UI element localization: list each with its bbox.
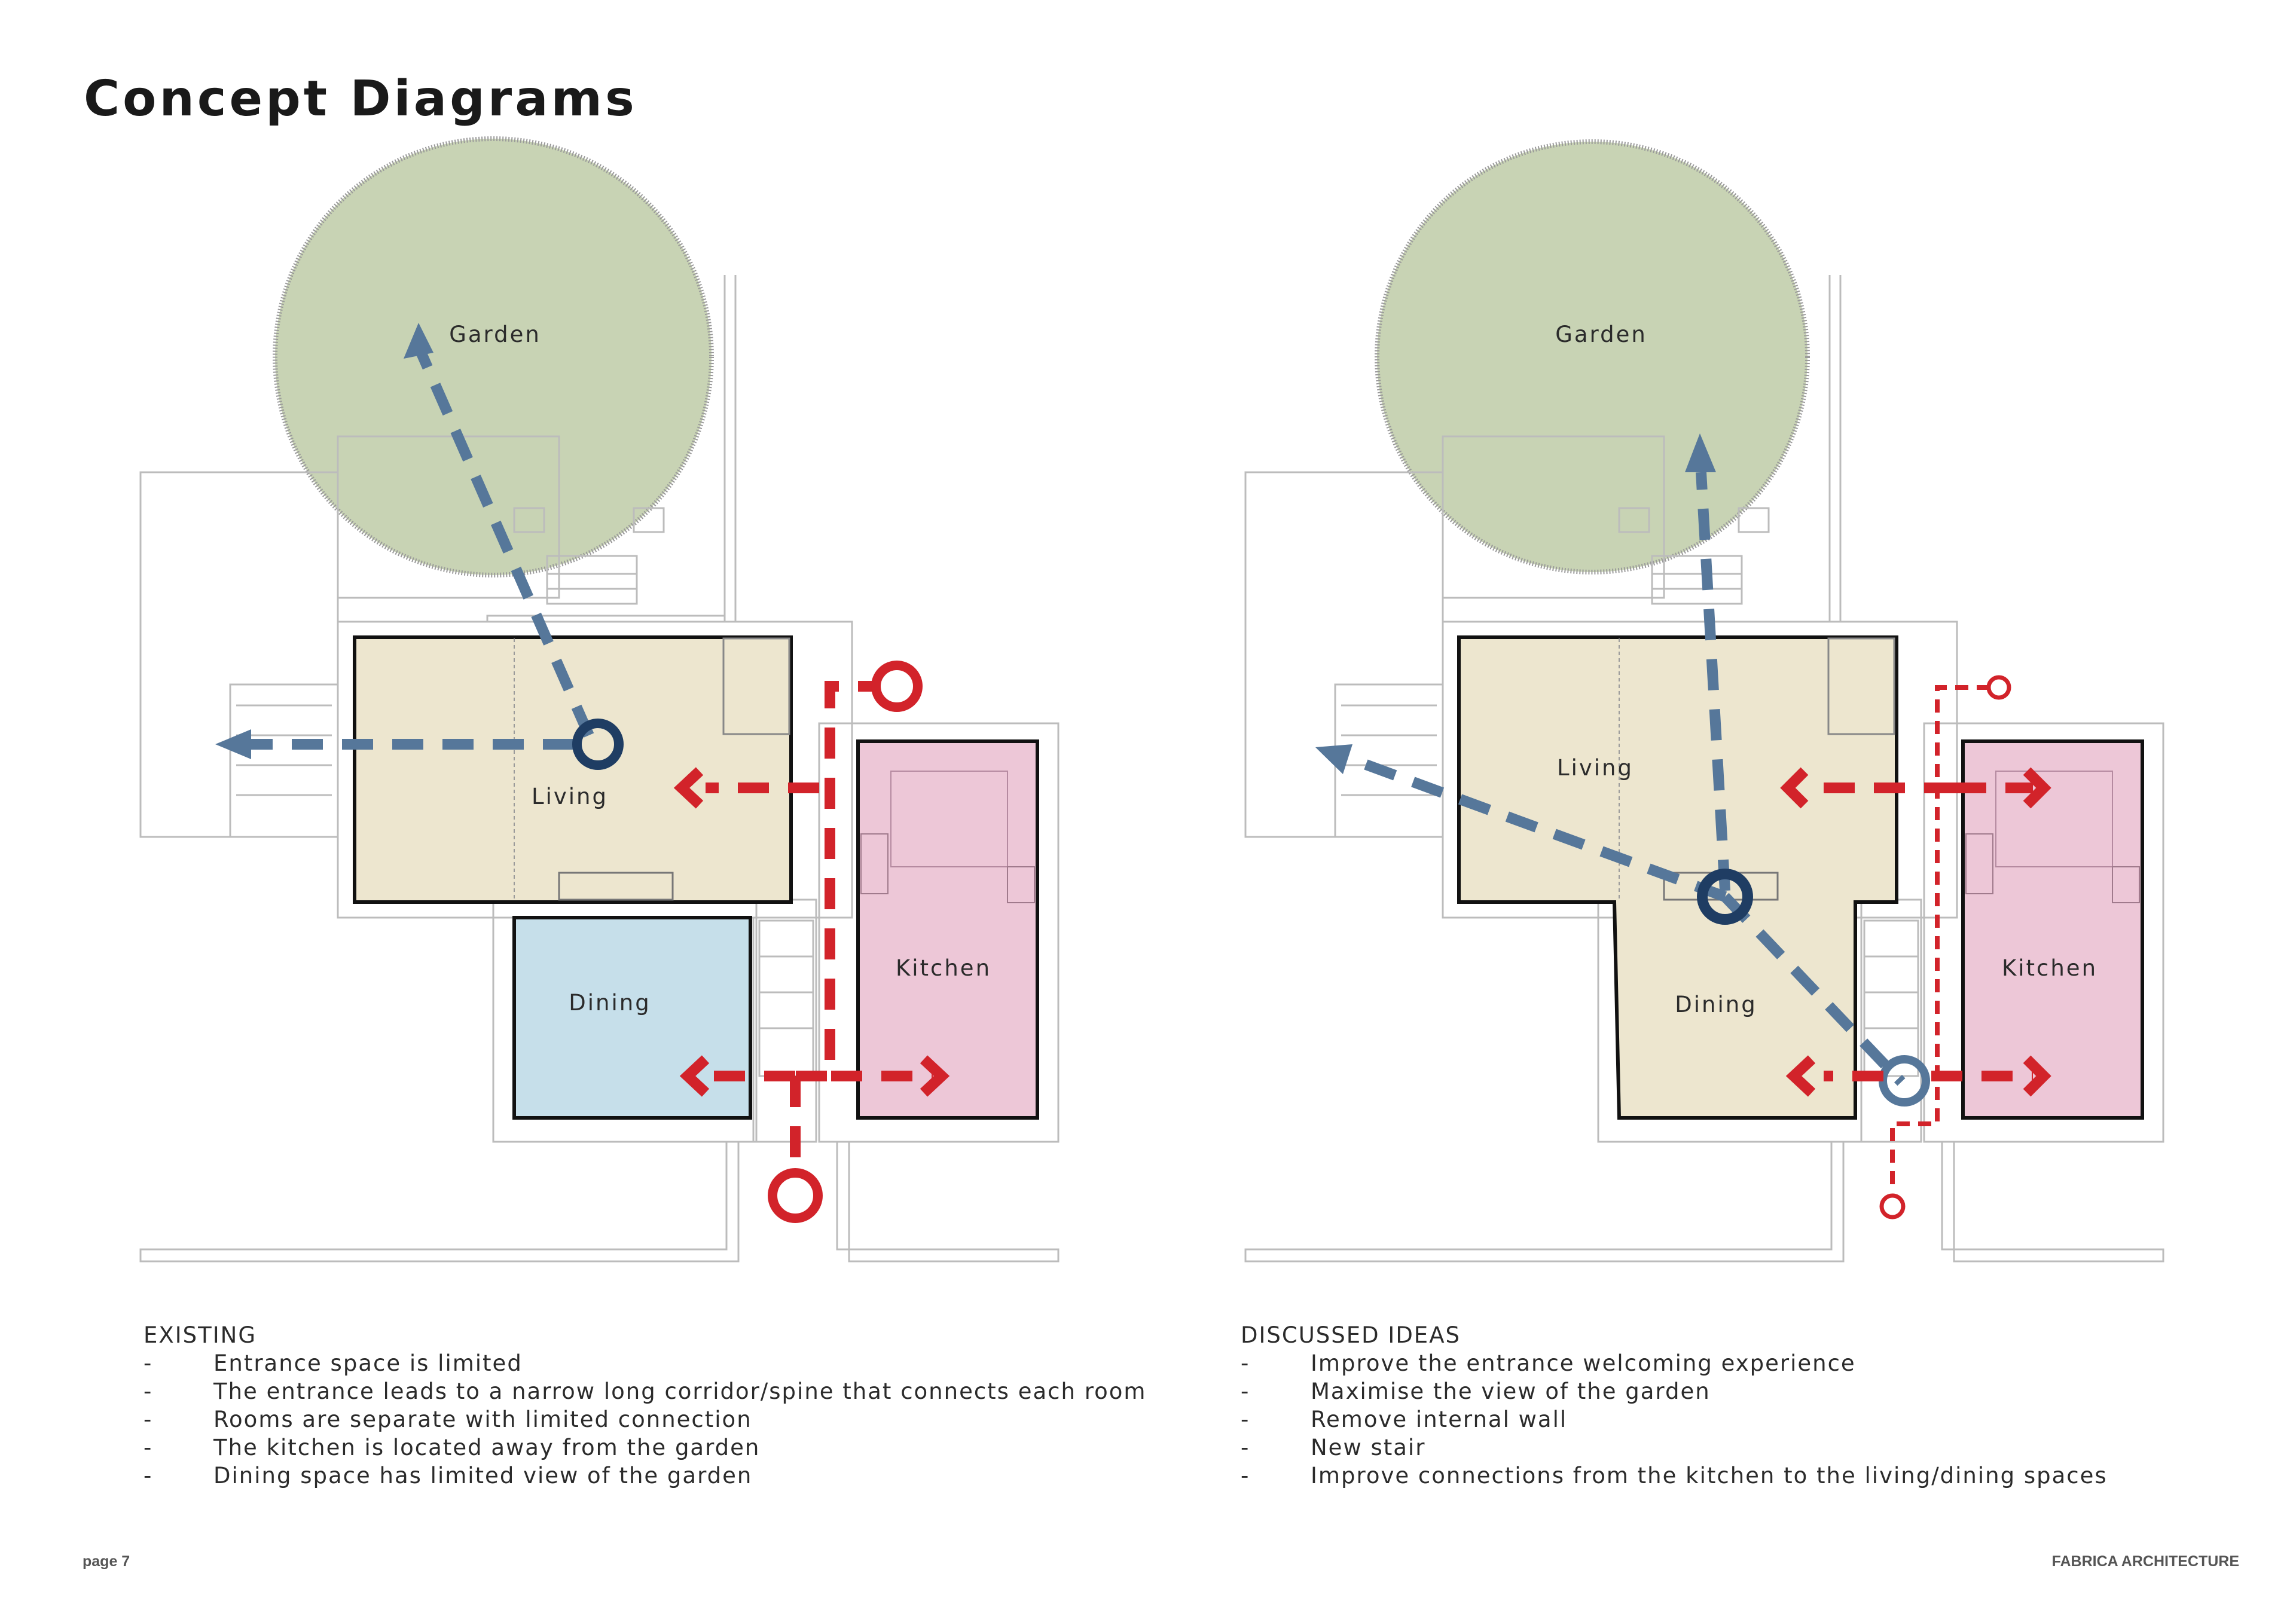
existing-entry-node-top	[871, 661, 923, 712]
proposed-dining-label: Dining	[1675, 992, 1757, 1017]
list-item: - Improve connections from the kitchen to…	[1241, 1462, 2108, 1490]
proposed-kitchen-label: Kitchen	[2002, 955, 2097, 981]
proposed-notes: DISCUSSED IDEAS - Improve the entrance we…	[1241, 1321, 2108, 1490]
existing-arrow-to-garden-head	[404, 323, 433, 359]
proposed-arrow-living-head	[1780, 767, 1809, 809]
bullet-dash: -	[144, 1435, 153, 1460]
existing-garden-zone	[273, 136, 714, 577]
proposed-living-label: Living	[1557, 755, 1634, 781]
existing-arrow-kitchen-head	[920, 1055, 950, 1097]
bullet-dash: -	[1241, 1379, 1250, 1404]
existing-living-room	[353, 635, 793, 904]
proposed-arrow-to-entrance-head	[1315, 744, 1352, 774]
bullet-dash: -	[144, 1463, 153, 1488]
page-number: page 7	[83, 1553, 130, 1570]
bullet-dash: -	[1241, 1435, 1250, 1460]
proposed-entry-small-node-bottom	[1879, 1193, 1906, 1219]
note-text: Dining space has limited view of the gar…	[213, 1463, 753, 1488]
existing-red-paths	[706, 681, 933, 1172]
bullet-dash: -	[144, 1350, 153, 1376]
note-text: The kitchen is located away from the gar…	[213, 1435, 761, 1460]
proposed-red-paths	[1818, 783, 2033, 1081]
existing-entry-node-bottom	[768, 1168, 823, 1223]
proposed-arrow-kitchen-top-head	[2023, 767, 2051, 809]
existing-arrow-left-head	[215, 729, 251, 759]
bullet-dash: -	[1241, 1350, 1250, 1376]
list-item: - The entrance leads to a narrow long cor…	[144, 1377, 1146, 1405]
proposed-plan: Garden Living Dining Kitchen	[1244, 139, 2164, 1263]
existing-arrow-living-head	[673, 767, 704, 809]
proposed-arrow-dining-head	[1785, 1055, 1816, 1097]
bullet-dash: -	[144, 1379, 153, 1404]
proposed-arrow-kitchen-bottom-head	[2023, 1055, 2051, 1097]
note-text: Maximise the view of the garden	[1311, 1379, 1711, 1404]
proposed-notes-list: - Improve the entrance welcoming experien…	[1241, 1349, 2108, 1490]
list-item: - Remove internal wall	[1241, 1405, 2108, 1434]
existing-kitchen-label: Kitchen	[896, 955, 991, 981]
existing-arrow-dining-head	[679, 1055, 710, 1097]
note-text: Improve connections from the kitchen to …	[1311, 1463, 2108, 1488]
bullet-dash: -	[144, 1407, 153, 1432]
firm-name: FABRICA ARCHITECTURE	[2051, 1553, 2239, 1570]
note-text: Entrance space is limited	[213, 1350, 523, 1376]
proposed-blue-paths	[1349, 472, 1906, 1086]
proposed-entry-small-node-top	[1986, 675, 2011, 700]
existing-garden-label: Garden	[449, 322, 541, 347]
bullet-dash: -	[1241, 1463, 1250, 1488]
note-text: Remove internal wall	[1311, 1407, 1568, 1432]
proposed-entry-node	[1879, 1055, 1930, 1107]
existing-notes-list: - Entrance space is limited - The entrance…	[144, 1349, 1146, 1490]
note-text: New stair	[1311, 1435, 1426, 1460]
list-item: - Dining space has limited view of the ga…	[144, 1462, 1146, 1490]
existing-notes: EXISTING - Entrance space is limited - The…	[144, 1321, 1146, 1490]
existing-garden-circle	[273, 136, 714, 577]
list-item: - Maximise the view of the garden	[1241, 1377, 2108, 1405]
existing-notes-heading: EXISTING	[144, 1322, 257, 1348]
list-item: - Improve the entrance welcoming experien…	[1241, 1349, 2108, 1377]
list-item: - New stair	[1241, 1434, 2108, 1462]
existing-dining-label: Dining	[569, 990, 651, 1016]
existing-dining-room	[512, 916, 752, 1120]
existing-living-node	[572, 719, 624, 770]
proposed-notes-heading: DISCUSSED IDEAS	[1241, 1322, 1461, 1348]
existing-plan: Garden Living Dining Kitchen	[139, 136, 1060, 1263]
proposed-garden-label: Garden	[1555, 322, 1647, 347]
list-item: - Entrance space is limited	[144, 1349, 1146, 1377]
note-text: Improve the entrance welcoming experienc…	[1311, 1350, 1856, 1376]
proposed-central-node	[1697, 869, 1753, 925]
proposed-kitchen	[1961, 739, 2144, 1120]
proposed-arrow-to-garden-head	[1685, 433, 1716, 472]
proposed-wall-linework	[1244, 275, 2164, 1263]
existing-living-label: Living	[532, 784, 608, 809]
note-text: The entrance leads to a narrow long corr…	[213, 1379, 1147, 1404]
bullet-dash: -	[1241, 1407, 1250, 1432]
list-item: - The kitchen is located away from the ga…	[144, 1434, 1146, 1462]
existing-blue-paths	[251, 344, 594, 750]
existing-kitchen	[856, 739, 1039, 1120]
list-item: - Rooms are separate with limited connect…	[144, 1405, 1146, 1434]
page-title: Concept Diagrams	[84, 71, 637, 127]
note-text: Rooms are separate with limited connecti…	[213, 1407, 752, 1432]
